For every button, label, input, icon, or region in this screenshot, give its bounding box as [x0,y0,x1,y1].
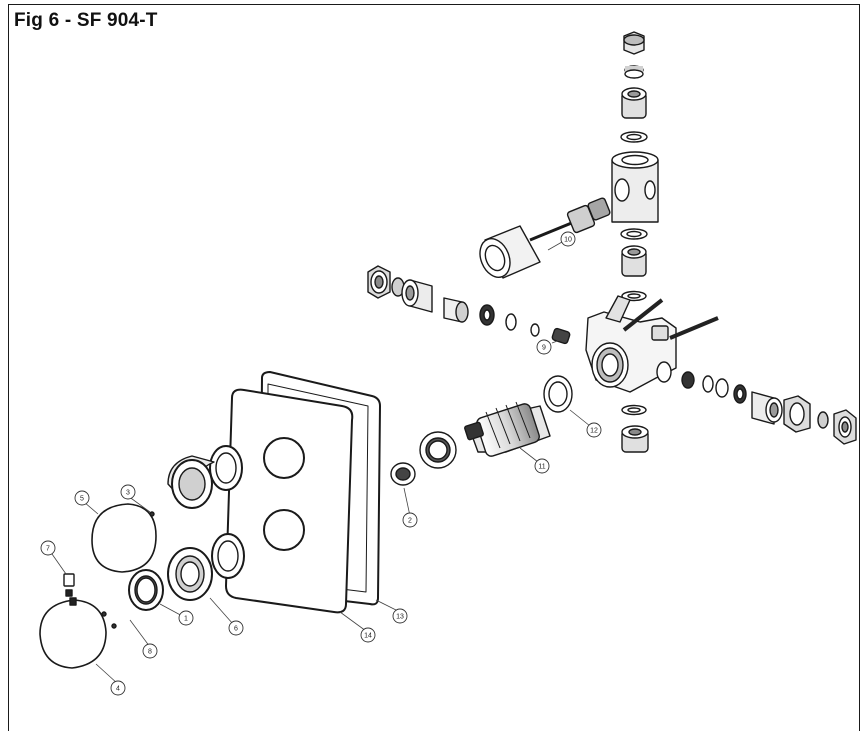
rosette-upper-part [209,445,243,491]
right-coupling-part [783,395,811,433]
left-sleeve-part [443,297,469,323]
flow-valve-body-part [611,151,659,223]
callout-5: 5 [74,490,90,506]
callout-6: 6 [228,620,244,636]
callout-10: 10 [560,231,576,247]
svg-text:3: 3 [126,490,130,497]
svg-text:9: 9 [542,345,546,352]
flow-cartridge-part [479,197,611,279]
check-valve-part [551,327,571,345]
svg-text:10: 10 [564,237,572,244]
right-olive-part [817,411,829,429]
svg-text:8: 8 [148,649,152,656]
thermostatic-cartridge-part [464,401,551,457]
svg-text:4: 4 [116,686,120,693]
small-screws-part [63,511,155,629]
right-nut-part [833,409,857,445]
left-ring-part [479,304,495,326]
callout-4: 4 [110,680,126,696]
top-union-part [621,87,647,119]
leader-lines [51,241,591,685]
svg-text:14: 14 [364,633,372,640]
wall-plate-part [225,388,354,614]
svg-text:2: 2 [408,518,412,525]
callout-2: 2 [402,512,418,528]
svg-text:7: 7 [46,546,50,553]
callout-7: 7 [40,540,56,556]
knob-lower-part [39,597,107,669]
mid-union-part [621,245,647,277]
callout-9: 9 [536,339,552,355]
callout-13: 13 [392,608,408,624]
svg-text:6: 6 [234,626,238,633]
bottom-washer-part [621,404,647,416]
callout-1: 1 [178,610,194,626]
knob-upper-part [91,503,157,573]
right-small-parts [681,371,747,404]
sleeve-lower-part [167,547,213,601]
adapter-2-part [390,462,416,486]
callout-11: 11 [534,458,550,474]
mid-washer-part [620,228,648,240]
svg-text:11: 11 [538,464,545,471]
mixer-body-part [585,295,719,393]
svg-text:13: 13 [396,614,404,621]
left-nut-part [367,265,391,299]
svg-text:12: 12 [590,428,598,435]
bezel-ring-part [419,431,457,469]
callout-14: 14 [360,627,376,643]
indicator-ring-part [128,569,164,611]
svg-text:5: 5 [80,496,84,503]
low-washer-part [621,290,647,302]
figure-title: Fig 6 - SF 904-T [14,10,158,31]
ring-12-part [543,375,573,413]
callout-8: 8 [142,643,158,659]
right-union-part [751,391,783,425]
svg-text:1: 1 [184,616,188,623]
sleeve-upper-part [167,455,215,509]
top-nut-part [623,31,645,55]
top-olive-ring-part [624,65,644,79]
callout-12: 12 [586,422,602,438]
callout-3: 3 [120,484,136,500]
bottom-union-part [621,425,649,453]
left-small-ring-part [505,313,540,337]
rosette-lower-part [211,533,245,579]
left-union-part [401,279,433,313]
top-washer-part [620,131,648,143]
